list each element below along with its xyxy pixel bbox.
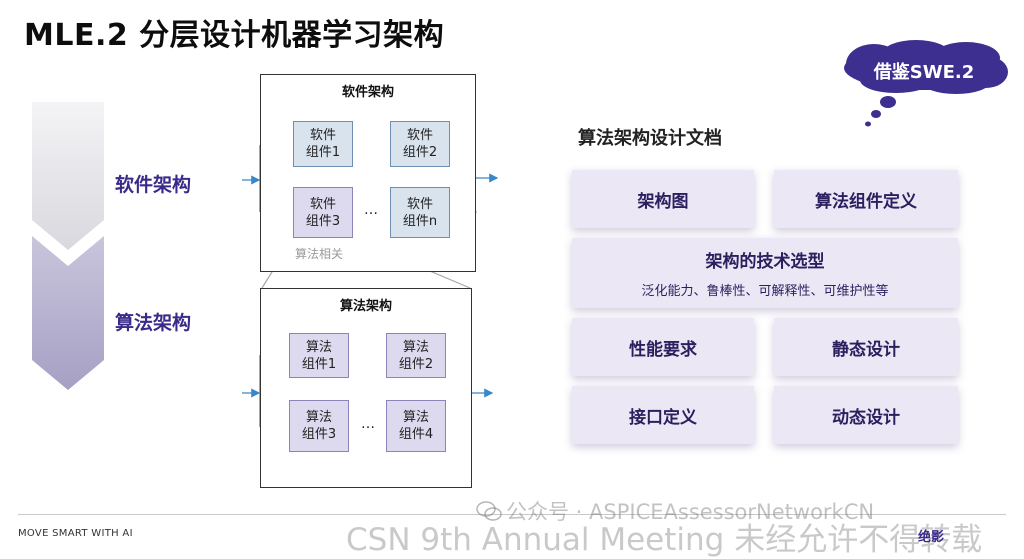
software-ellipsis: … xyxy=(364,202,378,218)
page-title: MLE.2 分层设计机器学习架构 xyxy=(24,18,445,53)
card-label: 动态设计 xyxy=(832,407,900,428)
watermark-wechat: 公众号 · ASPICEAssessorNetworkCN xyxy=(506,500,875,524)
algorithm-component-4: 算法 组件4 xyxy=(386,400,446,452)
card-label: 架构图 xyxy=(637,191,689,212)
watermark-meeting: CSN 9th Annual Meeting 未经允许不得转载 xyxy=(346,522,983,558)
software-architecture-title: 软件架构 xyxy=(341,85,394,100)
algorithm-component-1: 算法 组件1 xyxy=(289,333,349,378)
document-title: 算法架构设计文档 xyxy=(578,128,722,149)
brand-logo: 绝影 xyxy=(918,530,945,545)
algo-related-label: 算法相关 xyxy=(295,247,344,261)
chevron-label-algorithm: 算法架构 xyxy=(115,312,192,334)
footer-divider xyxy=(18,514,1006,515)
software-component-2: 软件 组件2 xyxy=(390,121,450,167)
card-interface-definition: 接口定义 xyxy=(572,386,754,444)
wechat-icon xyxy=(476,501,502,521)
card-dynamic-design: 动态设计 xyxy=(774,386,958,444)
algorithm-component-2: 算法 组件2 xyxy=(386,333,446,378)
software-architecture-frame: 软件架构 xyxy=(260,74,476,272)
algorithm-ellipsis: … xyxy=(361,416,375,432)
thought-cloud: 借鉴SWE.2 xyxy=(836,40,1012,130)
card-label: 架构的技术选型 xyxy=(705,252,825,272)
cloud-label: 借鉴SWE.2 xyxy=(873,62,975,83)
card-architecture-diagram: 架构图 xyxy=(572,170,754,228)
card-label: 接口定义 xyxy=(629,407,697,428)
card-label: 性能要求 xyxy=(629,339,697,360)
algorithm-architecture-frame: 算法架构 xyxy=(260,288,472,488)
algorithm-architecture-title: 算法架构 xyxy=(339,299,392,314)
algorithm-component-3: 算法 组件3 xyxy=(289,400,349,452)
card-technical-selection: 架构的技术选型 泛化能力、鲁棒性、可解释性、可维护性等 xyxy=(572,238,958,308)
card-performance-requirements: 性能要求 xyxy=(572,318,754,376)
footer-tagline: MOVE SMART WITH AI xyxy=(18,528,133,539)
software-component-n: 软件 组件n xyxy=(390,187,450,238)
software-component-1: 软件 组件1 xyxy=(293,121,353,167)
card-algorithm-component-definition: 算法组件定义 xyxy=(774,170,958,228)
software-component-3: 软件 组件3 xyxy=(293,187,353,238)
chevron-software xyxy=(32,102,104,250)
card-subtitle: 泛化能力、鲁棒性、可解释性、可维护性等 xyxy=(641,284,889,299)
cloud-shape xyxy=(844,40,1008,127)
process-chevrons xyxy=(32,102,104,390)
card-label: 静态设计 xyxy=(832,339,900,360)
chevron-algorithm xyxy=(32,236,104,390)
chevron-label-software: 软件架构 xyxy=(115,174,192,196)
card-static-design: 静态设计 xyxy=(774,318,958,376)
card-label: 算法组件定义 xyxy=(815,191,917,212)
